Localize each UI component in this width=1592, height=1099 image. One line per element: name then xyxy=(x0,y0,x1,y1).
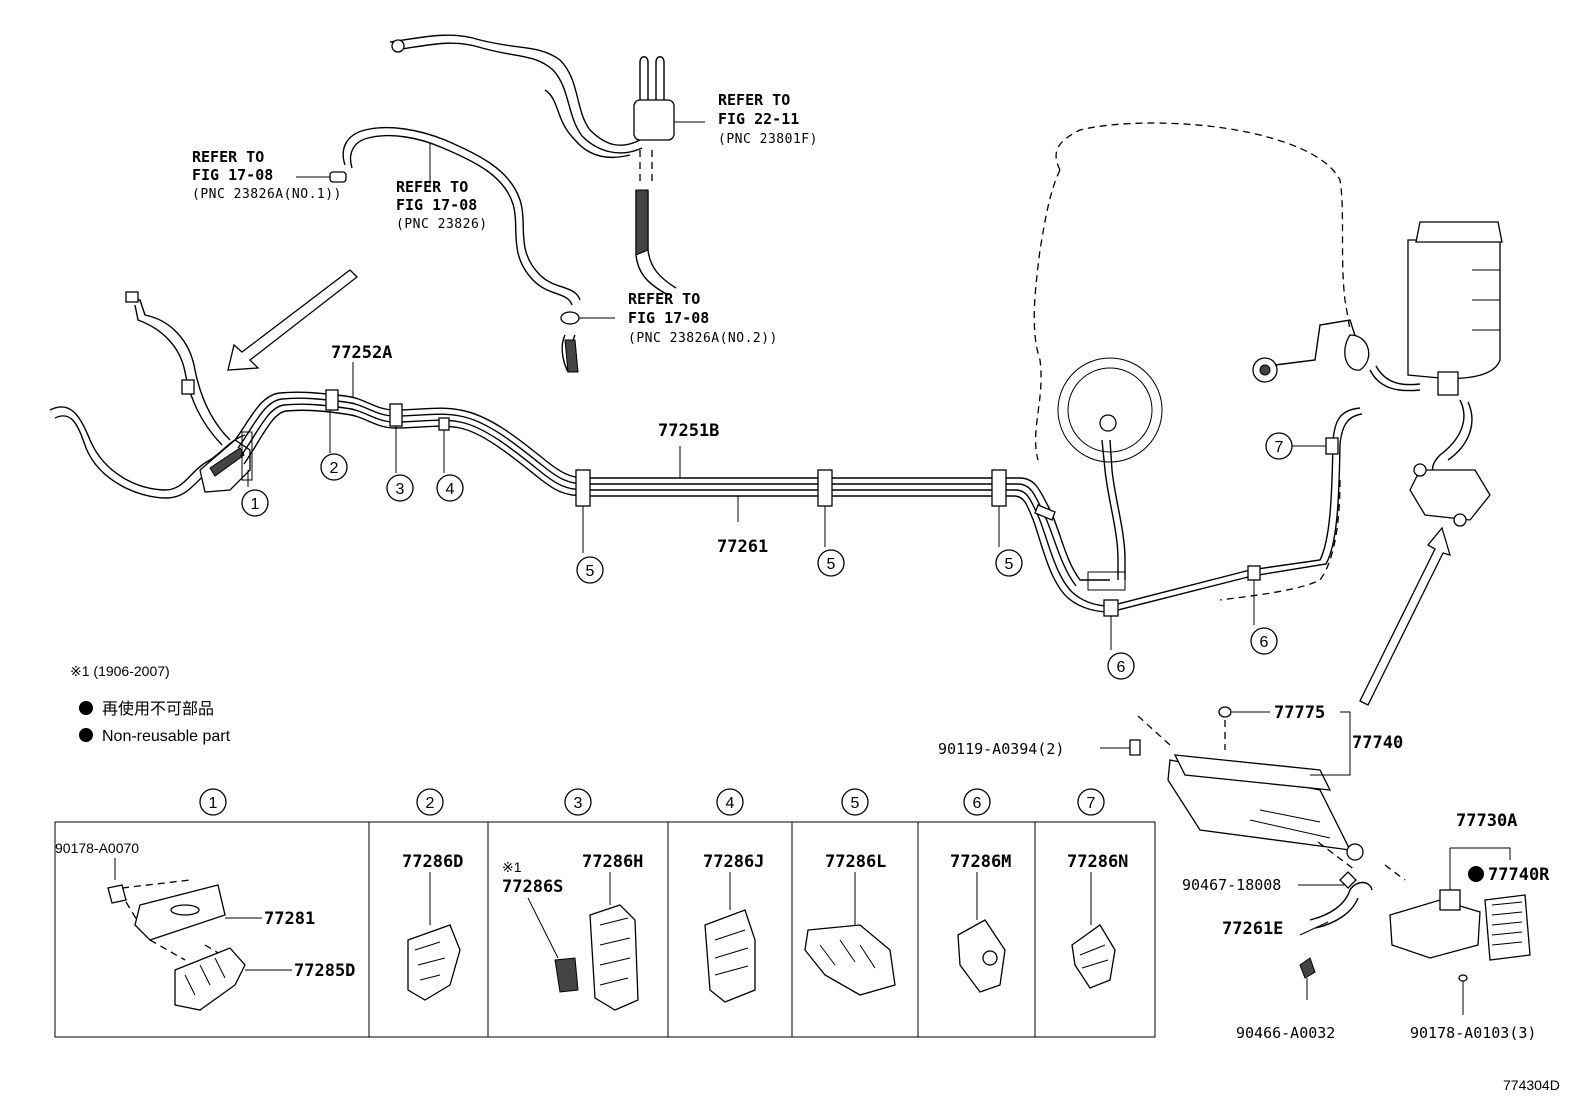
callouts: 1 2 3 4 5 5 5 6 6 7 xyxy=(241,432,1293,680)
ref-label-2-line3: (PNC 23826) xyxy=(396,217,488,232)
legend-en: Non-reusable part xyxy=(102,728,231,745)
legend: ※1 (1906-2007) 再使用不可部品 Non-reusable part xyxy=(70,663,231,745)
canister-exploded xyxy=(1100,706,1531,1015)
callout-7: 7 xyxy=(1275,439,1284,456)
ref-label-2-line1: REFER TO xyxy=(396,178,468,196)
tank-pump-ring xyxy=(1057,357,1163,463)
callout-6a: 6 xyxy=(1117,659,1126,676)
table-header-2: 2 xyxy=(426,795,435,812)
label-90467-18008: 90467-18008 xyxy=(1182,876,1281,894)
cell4-77286j: 77286J xyxy=(703,852,764,872)
hose-assemblies xyxy=(296,34,705,373)
left-pipe-assembly xyxy=(49,269,586,499)
callout-5b: 5 xyxy=(827,556,836,573)
label-77261: 77261 xyxy=(717,537,768,557)
callout-3: 3 xyxy=(396,481,405,498)
ref-label-3-line3: (PNC 23801F) xyxy=(718,132,818,147)
label-77252a: 77252A xyxy=(331,343,392,363)
legend-bullet-en xyxy=(79,728,93,742)
cell1-77281: 77281 xyxy=(264,909,315,929)
label-77740r: 77740R xyxy=(1488,865,1550,885)
part-number-labels: 77252A 77251B 77261 77775 77740 90119-A0… xyxy=(331,343,1550,1042)
callout-5c: 5 xyxy=(1005,556,1014,573)
diagram-code: 774304D xyxy=(1503,1077,1560,1093)
ref-label-4-line3: (PNC 23826A(NO.2)) xyxy=(628,331,778,346)
ref-label-1-line3: (PNC 23826A(NO.1)) xyxy=(192,187,342,202)
label-77251b: 77251B xyxy=(658,421,719,441)
direction-arrow xyxy=(227,269,358,371)
label-90178-a0103: 90178-A0103(3) xyxy=(1410,1024,1536,1042)
cell3-77286s: 77286S xyxy=(502,877,563,897)
table-header-7: 7 xyxy=(1087,795,1096,812)
label-77740: 77740 xyxy=(1352,733,1403,753)
cell1-90178-a0070: 90178-A0070 xyxy=(55,840,139,856)
ref-label-1-line1: REFER TO xyxy=(192,148,264,166)
valve-block xyxy=(633,99,675,141)
callout-1: 1 xyxy=(251,496,260,513)
fuel-tank-outline xyxy=(1033,122,1351,601)
callout-2: 2 xyxy=(330,460,339,477)
table-header-6: 6 xyxy=(973,795,982,812)
label-90466-a0032: 90466-A0032 xyxy=(1236,1024,1335,1042)
ref-label-4-line1: REFER TO xyxy=(628,290,700,308)
cell2-77286d: 77286D xyxy=(402,852,463,872)
label-bolt: 90119-A0394(2) xyxy=(938,740,1064,758)
ref-label-2-line2: FIG 17-08 xyxy=(396,196,477,214)
cell6-77286m: 77286M xyxy=(950,852,1011,872)
ref-label-3-line1: REFER TO xyxy=(718,91,790,109)
cell1-77285d: 77285D xyxy=(294,961,355,981)
label-77730a: 77730A xyxy=(1456,811,1517,831)
table-header-5: 5 xyxy=(851,795,860,812)
legend-jp: 再使用不可部品 xyxy=(102,700,214,718)
callout-5a: 5 xyxy=(586,563,595,580)
non-reusable-mark xyxy=(1468,866,1484,882)
ref-label-3-line2: FIG 22-11 xyxy=(718,110,799,128)
table-header-3: 3 xyxy=(574,795,583,812)
callout-4: 4 xyxy=(446,481,455,498)
direction-arrow-up xyxy=(1359,526,1451,706)
canister-installed xyxy=(1252,221,1503,706)
cell5-77286l: 77286L xyxy=(825,852,886,872)
callout-6b: 6 xyxy=(1260,634,1269,651)
table-header-4: 4 xyxy=(726,795,735,812)
cell7-77286n: 77286N xyxy=(1067,852,1128,872)
legend-bullet-jp xyxy=(79,701,93,715)
reference-labels: REFER TO FIG 17-08 (PNC 23826A(NO.1)) RE… xyxy=(192,91,818,346)
cell3-note: ※1 xyxy=(502,859,522,875)
legend-note: ※1 (1906-2007) xyxy=(70,663,170,679)
label-77775: 77775 xyxy=(1274,703,1325,723)
clamp-table: 1 2 3 4 5 6 7 90178-A0070 77281 77285D 7… xyxy=(54,788,1156,1038)
label-77261e: 77261E xyxy=(1222,919,1283,939)
ref-label-1-line2: FIG 17-08 xyxy=(192,166,273,184)
table-header-1: 1 xyxy=(209,795,218,812)
ref-label-4-line2: FIG 17-08 xyxy=(628,309,709,327)
main-tubes xyxy=(575,407,1363,650)
cell3-77286h: 77286H xyxy=(582,852,643,872)
